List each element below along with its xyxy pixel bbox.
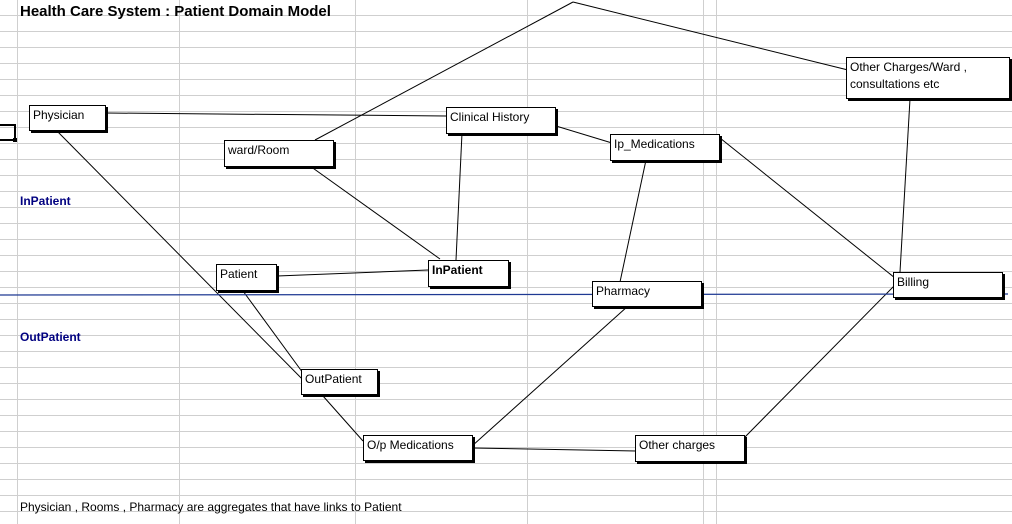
link-op-medications-pharmacy bbox=[471, 305, 629, 447]
node-other-charges[interactable]: Other charges bbox=[635, 435, 745, 462]
node-inpatient[interactable]: InPatient bbox=[428, 260, 509, 287]
link-clinical-history-ip-medications bbox=[555, 125, 613, 144]
node-pharmacy[interactable]: Pharmacy bbox=[592, 281, 702, 307]
column-gridline bbox=[17, 0, 18, 524]
section-label-inpatient: InPatient bbox=[20, 194, 71, 208]
active-cell-marker bbox=[0, 124, 17, 142]
link-ward-to-top bbox=[314, 1, 574, 141]
link-other-charges-billing bbox=[744, 284, 896, 438]
link-patient-outpatient bbox=[242, 290, 304, 374]
link-other-charges-ward-billing bbox=[899, 98, 911, 273]
link-outpatient-op-medications bbox=[322, 395, 364, 442]
node-physician[interactable]: Physician bbox=[29, 105, 106, 131]
link-physician-outpatient bbox=[57, 131, 314, 391]
node-clinical-history[interactable]: Clinical History bbox=[446, 107, 556, 134]
column-gridline bbox=[527, 0, 528, 524]
node-outpatient[interactable]: OutPatient bbox=[301, 369, 378, 395]
section-label-outpatient: OutPatient bbox=[20, 330, 81, 344]
node-patient[interactable]: Patient bbox=[216, 264, 277, 291]
node-billing[interactable]: Billing bbox=[893, 272, 1003, 298]
link-top-to-other-charges-ward bbox=[572, 1, 849, 71]
link-ip-medications-billing bbox=[719, 137, 896, 279]
node-other-charges-ward[interactable]: Other Charges/Ward , consultations etc bbox=[846, 57, 1010, 99]
link-patient-inpatient bbox=[276, 269, 429, 277]
inpatient-outpatient-divider bbox=[0, 293, 1009, 296]
node-op-medications[interactable]: O/p Medications bbox=[363, 435, 473, 461]
link-ward-inpatient bbox=[309, 165, 441, 260]
column-gridline bbox=[355, 0, 356, 524]
link-clinical-history-inpatient bbox=[455, 132, 463, 261]
column-gridline bbox=[716, 0, 717, 524]
column-gridline bbox=[179, 0, 180, 524]
node-ip-medications[interactable]: Ip_Medications bbox=[610, 134, 720, 161]
column-gridline bbox=[703, 0, 704, 524]
node-ward-room[interactable]: ward/Room bbox=[224, 140, 334, 167]
link-op-medications-other-charges bbox=[471, 447, 638, 452]
link-ip-medications-pharmacy bbox=[619, 159, 647, 283]
page-title: Health Care System : Patient Domain Mode… bbox=[20, 3, 331, 20]
footer-note: Physician , Rooms , Pharmacy are aggrega… bbox=[20, 500, 402, 514]
link-physician-clinical-history bbox=[105, 112, 447, 117]
